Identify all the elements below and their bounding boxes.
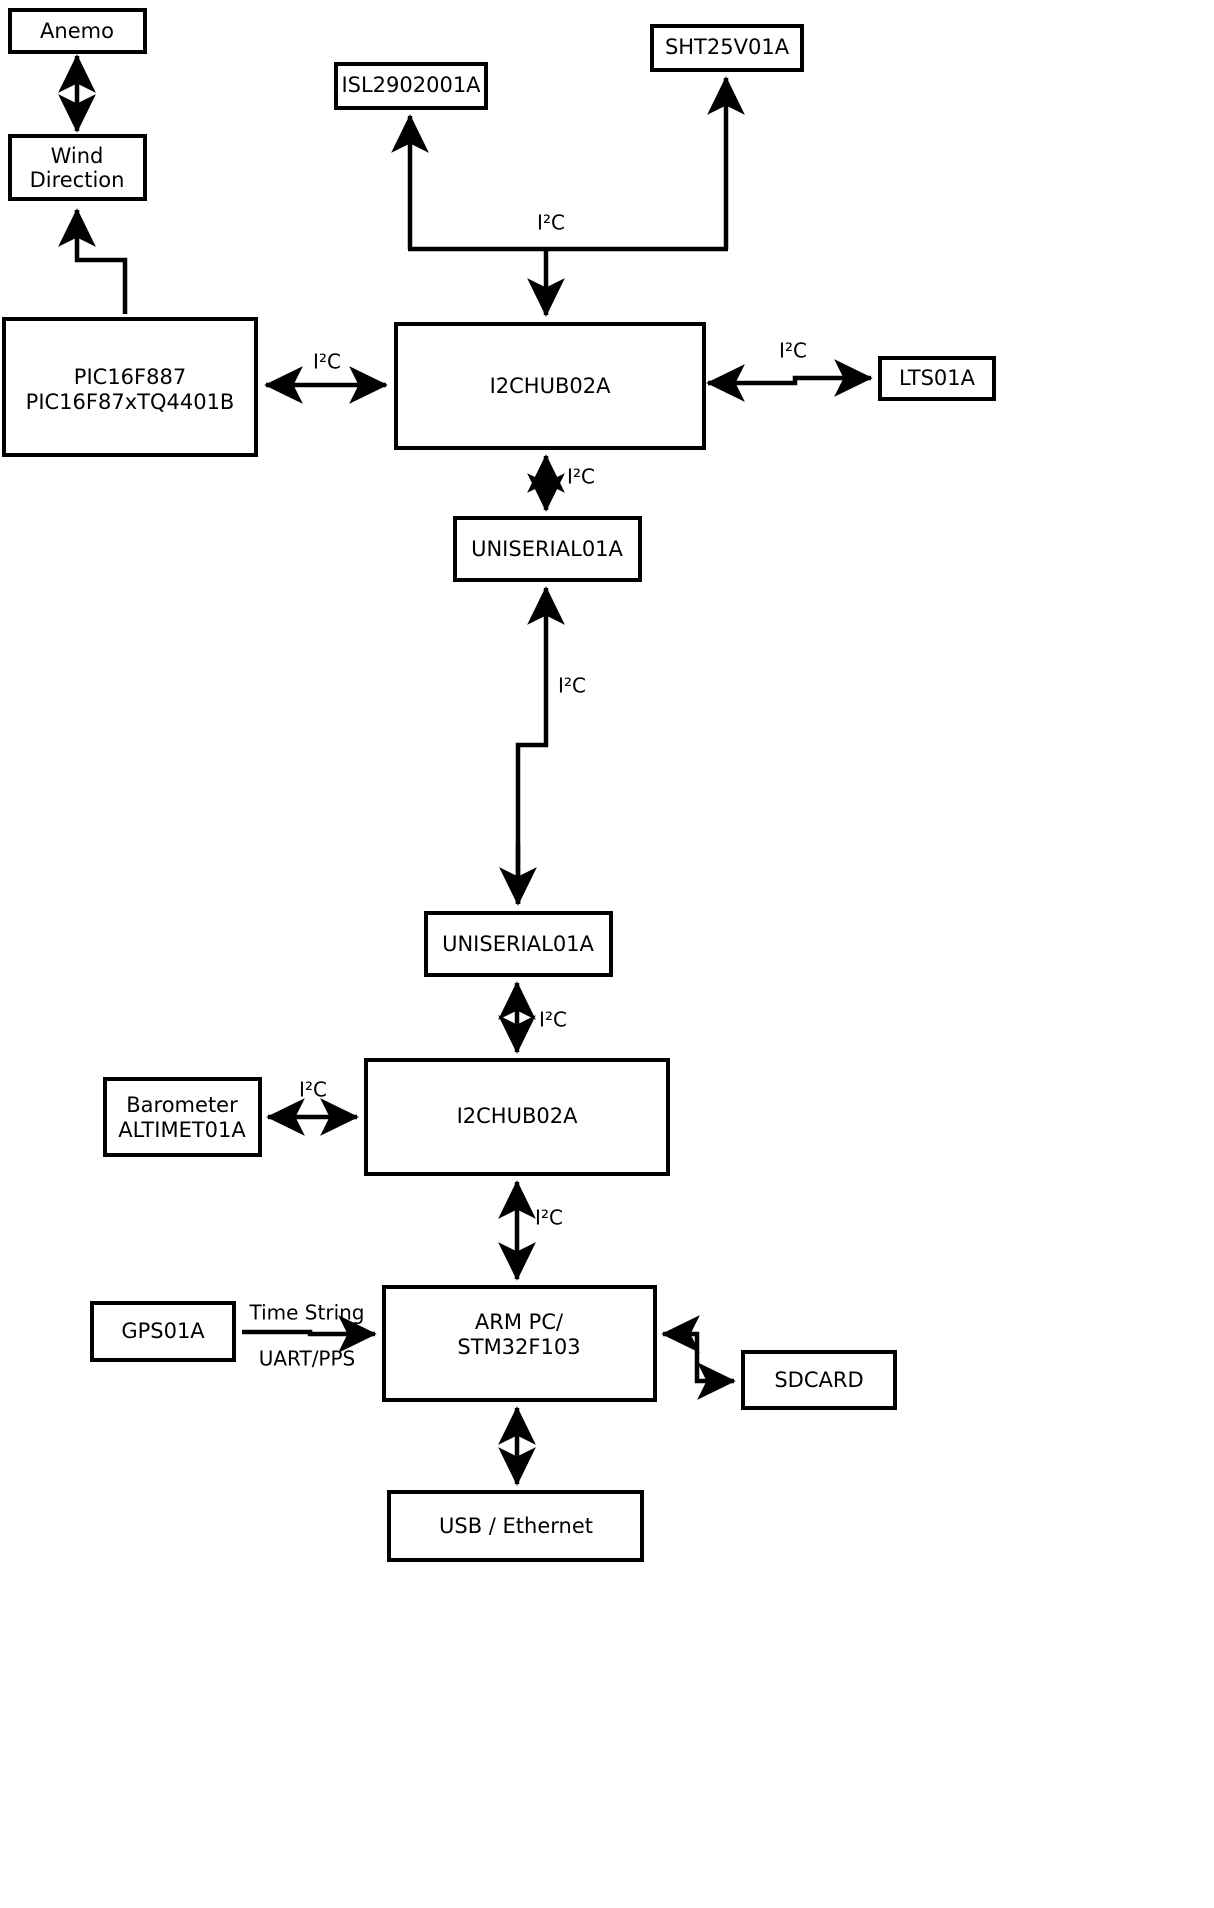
node-uniserial01a-bottom[interactable]: UNISERIAL01A (424, 911, 613, 977)
node-sht25v01a[interactable]: SHT25V01A (650, 24, 804, 72)
node-wind-direction-box[interactable] (8, 134, 147, 201)
node-lts01a[interactable]: LTS01A (878, 356, 996, 401)
node-isl2902001a-label: ISL2902001A (341, 73, 481, 97)
node-i2chub02a-top-label: I2CHUB02A (490, 374, 612, 398)
node-uniserial01a-top-box[interactable] (453, 516, 642, 582)
node-arm-pc-box[interactable] (382, 1285, 657, 1402)
edge-label-gps-time-string: Time String (249, 1301, 365, 1325)
wire-uniserial-link (515, 586, 565, 904)
node-isl2902001a-box[interactable] (334, 62, 488, 110)
node-sdcard-box[interactable] (741, 1350, 897, 1410)
edge-label-i2c-uniserial-link: I²C (558, 674, 586, 698)
node-i2chub02a-top-box[interactable] (394, 322, 706, 450)
node-isl2902001a[interactable]: ISL2902001A (334, 62, 488, 110)
wire-pic-wind (58, 208, 128, 314)
node-uniserial01a-top-label: UNISERIAL01A (471, 537, 623, 561)
node-barometer-label-line2: ALTIMET01A (118, 1118, 246, 1142)
node-arm-pc-label-line1: ARM PC/ (475, 1310, 564, 1334)
edge-label-i2c-uniserial-hub2: I²C (539, 1008, 567, 1032)
node-pic16f887-box[interactable] (2, 317, 258, 457)
edge-label-i2c-hub-lts: I²C (779, 339, 807, 363)
edge-label-i2c-hub2-arm: I²C (535, 1206, 563, 1230)
node-uniserial01a-bottom-label: UNISERIAL01A (442, 932, 594, 956)
node-barometer-box[interactable] (103, 1077, 262, 1157)
node-uniserial01a-bottom-box[interactable] (424, 911, 613, 977)
node-sht25v01a-box[interactable] (650, 24, 804, 72)
edge-label-i2c-hub-uniserial: I²C (567, 465, 595, 489)
node-i2chub02a-bottom-label: I2CHUB02A (457, 1104, 579, 1128)
edge-label-i2c-pic-hub: I²C (313, 350, 341, 374)
node-arm-pc-label-line2: STM32F103 (457, 1335, 580, 1359)
node-pic16f887-label-line1: PIC16F887 (74, 365, 186, 389)
edge-label-i2c-bus-top: I²C (537, 211, 565, 235)
edge-label-gps-uart-pps: UART/PPS (259, 1347, 356, 1371)
node-i2chub02a-bottom[interactable]: I2CHUB02A (364, 1058, 670, 1176)
node-sht25v01a-label: SHT25V01A (665, 35, 790, 59)
node-usb-ethernet-box[interactable] (387, 1490, 644, 1562)
node-wind-direction-label-line1: Wind (51, 144, 104, 168)
node-barometer-label-line1: Barometer (126, 1093, 238, 1117)
wire-arm-sdcard (661, 1315, 736, 1400)
node-arm-pc[interactable]: ARM PC/ STM32F103 (382, 1285, 657, 1402)
node-anemo-label: Anemo (40, 19, 114, 43)
node-i2chub02a-bottom-box[interactable] (364, 1058, 670, 1176)
node-usb-ethernet-label: USB / Ethernet (439, 1514, 593, 1538)
edge-label-i2c-barometer-hub2: I²C (299, 1078, 327, 1102)
node-i2chub02a-top[interactable]: I2CHUB02A (394, 322, 706, 450)
node-lts01a-label: LTS01A (899, 366, 976, 390)
node-barometer[interactable]: Barometer ALTIMET01A (103, 1077, 262, 1157)
node-anemo[interactable]: Anemo (8, 8, 147, 54)
node-sdcard[interactable]: SDCARD (741, 1350, 897, 1410)
wire-hub-lts (706, 359, 873, 402)
node-lts01a-box[interactable] (878, 356, 996, 401)
node-gps01a-box[interactable] (90, 1301, 236, 1362)
node-pic16f887-label-line2: PIC16F87xTQ4401B (26, 390, 235, 414)
node-sdcard-label: SDCARD (774, 1368, 863, 1392)
node-gps01a-label: GPS01A (121, 1319, 205, 1343)
node-usb-ethernet[interactable]: USB / Ethernet (387, 1490, 644, 1562)
node-uniserial01a-top[interactable]: UNISERIAL01A (453, 516, 642, 582)
node-anemo-box[interactable] (8, 8, 147, 54)
node-wind-direction[interactable]: Wind Direction (8, 134, 147, 201)
node-pic16f887[interactable]: PIC16F887 PIC16F87xTQ4401B (2, 317, 258, 457)
wire-gps-arm (242, 1315, 377, 1353)
node-gps01a[interactable]: GPS01A (90, 1301, 236, 1362)
node-wind-direction-label-line2: Direction (30, 168, 125, 192)
